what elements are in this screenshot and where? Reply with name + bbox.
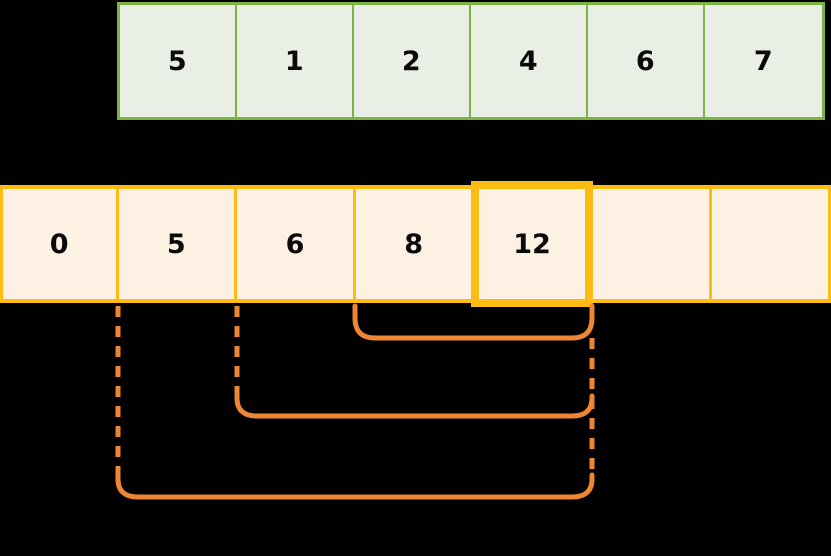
source-cell: 5 [120, 5, 237, 117]
prefix-cell: 0 [0, 189, 119, 299]
source-cell: 1 [237, 5, 354, 117]
arc-2 [234, 393, 595, 419]
source-cell: 6 [588, 5, 705, 117]
prefix-cell: 5 [118, 189, 238, 299]
source-array: 5 1 2 4 6 7 [117, 2, 825, 120]
prefix-cell-empty [712, 189, 831, 299]
prefix-sum-array: 0 5 6 8 [0, 185, 831, 303]
source-cell: 4 [471, 5, 588, 117]
source-cell: 7 [705, 5, 822, 117]
prefix-cell: 6 [237, 189, 357, 299]
prefix-cell-highlighted: 12 [471, 181, 593, 307]
source-cell: 2 [354, 5, 471, 117]
arc-3 [115, 472, 595, 500]
prefix-cell-empty [593, 189, 713, 299]
prefix-cell: 8 [356, 189, 475, 299]
arc-1 [352, 303, 595, 341]
